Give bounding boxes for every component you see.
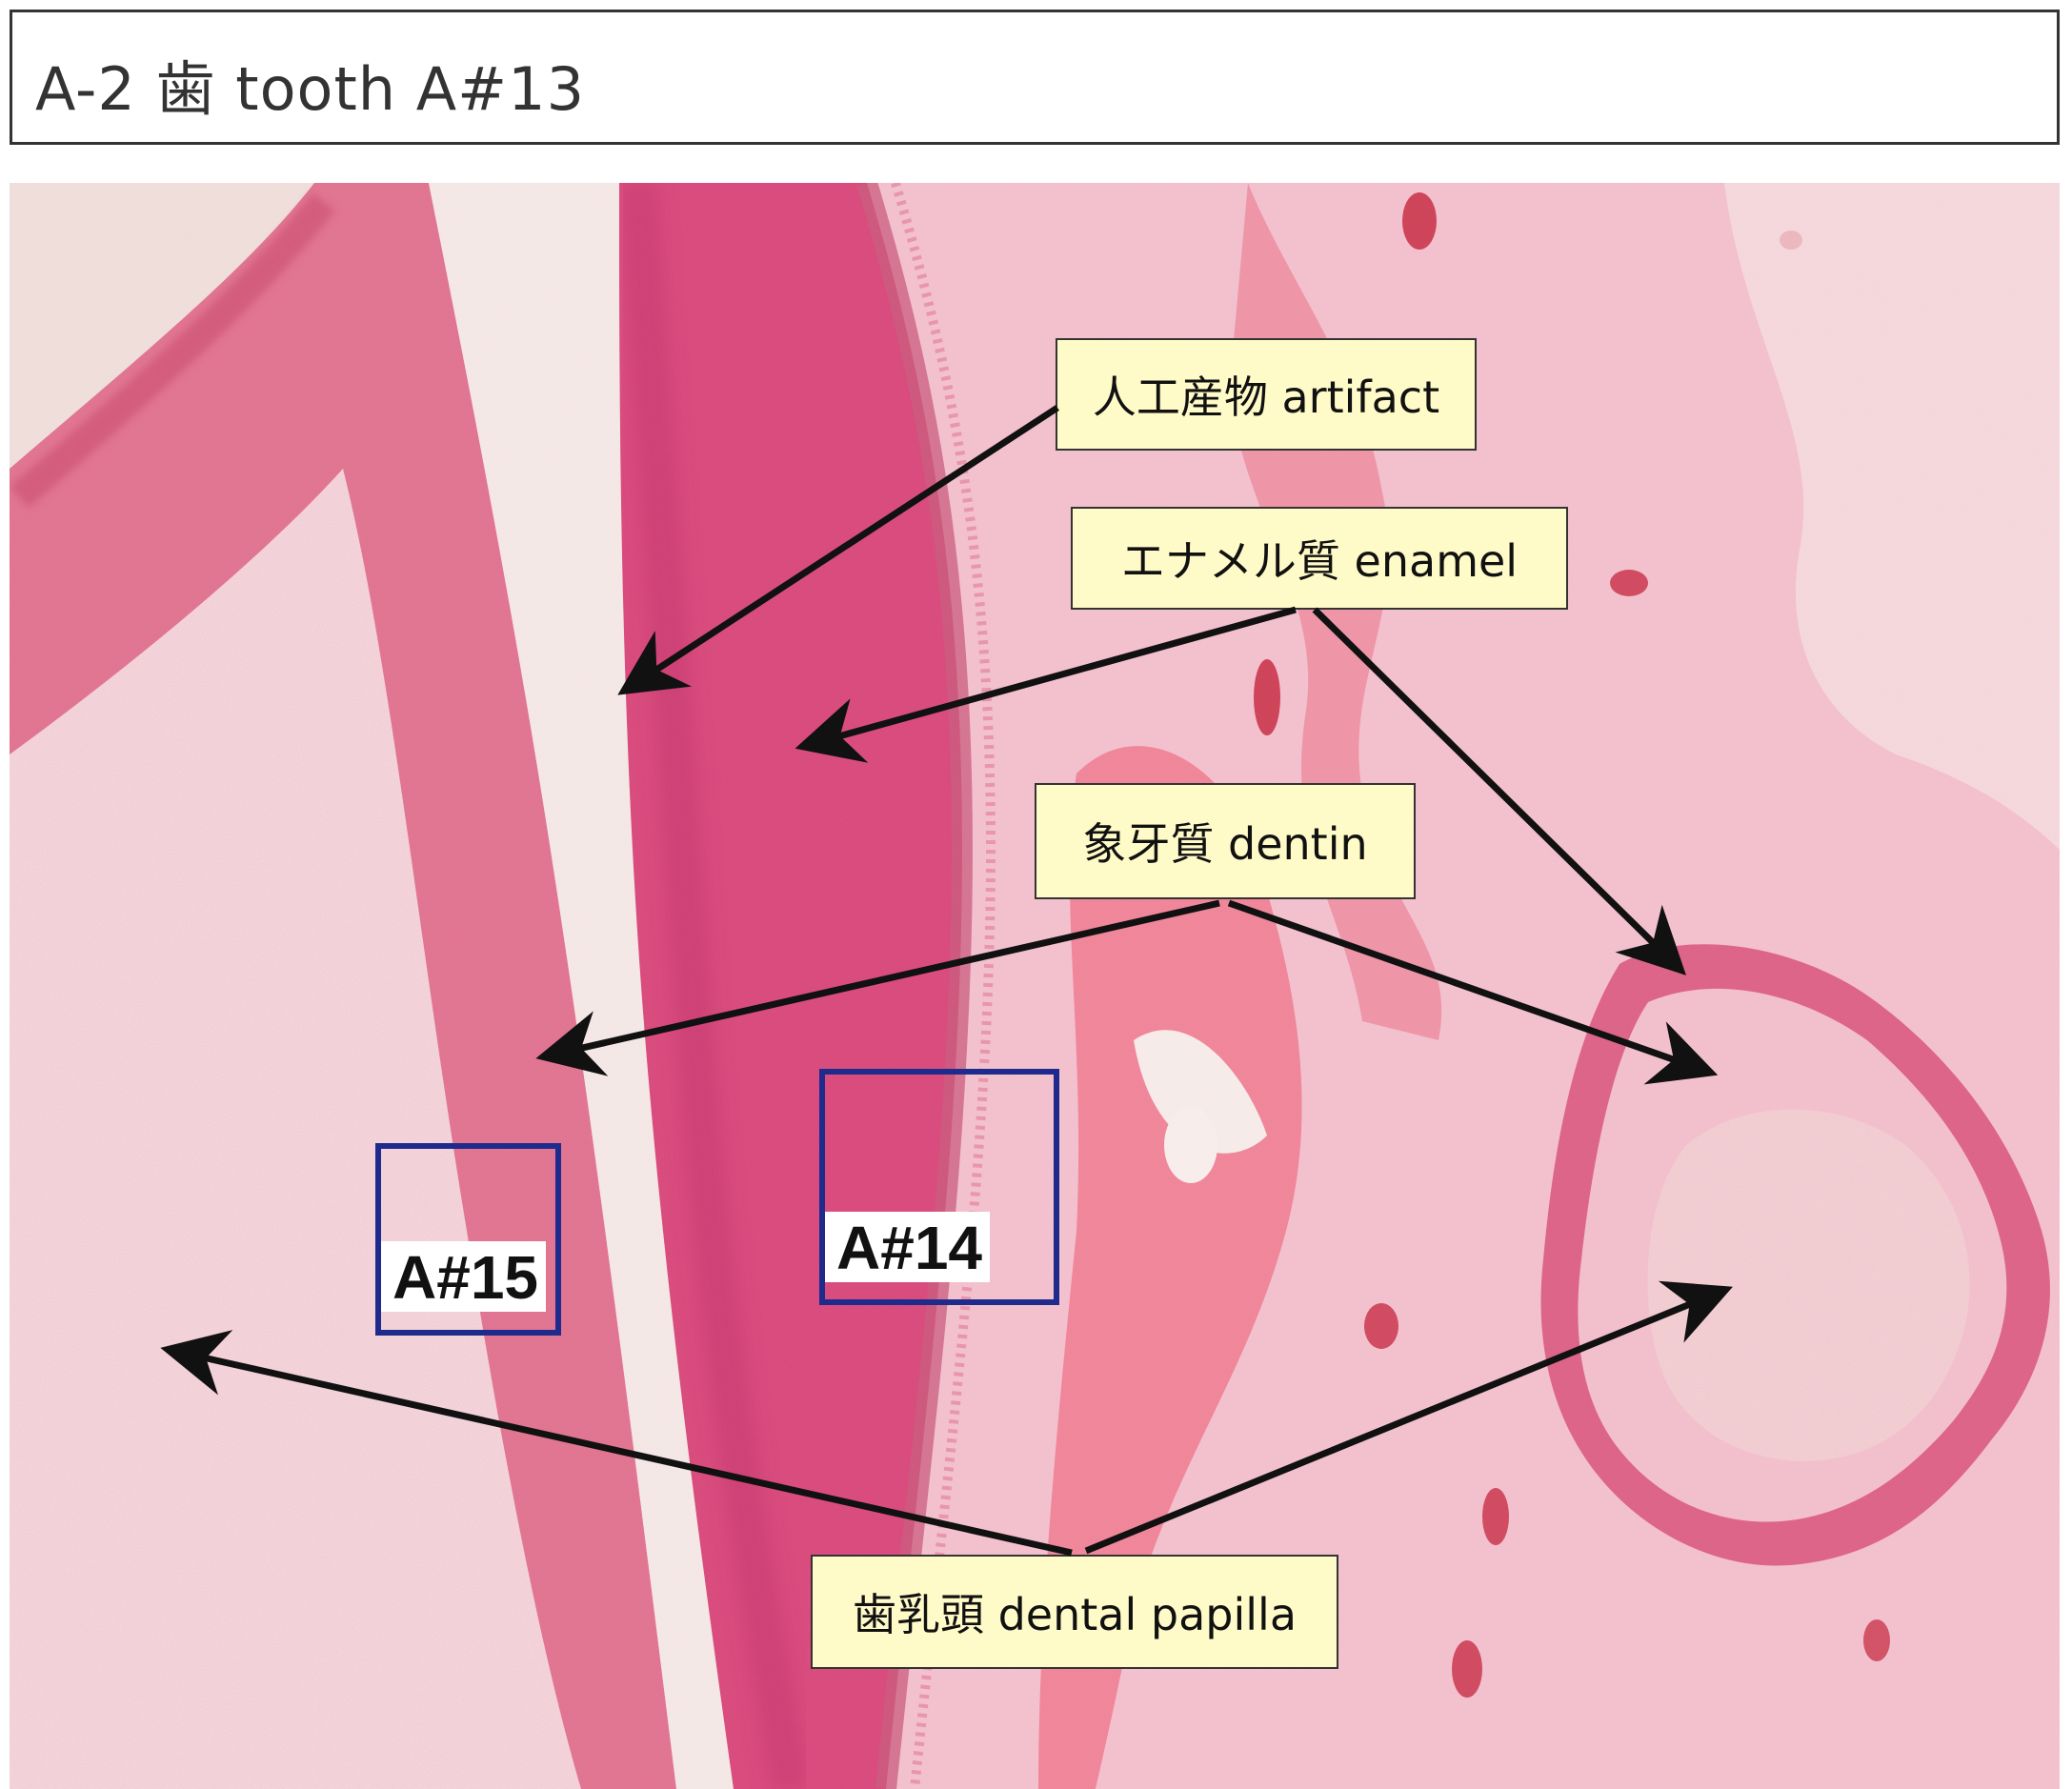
label-artifact: 人工産物 artifact xyxy=(1056,338,1477,451)
cellular-texture-overlay xyxy=(10,183,2060,1789)
label-enamel: エナメル質 enamel xyxy=(1071,507,1568,610)
page-title: A-2 歯 tooth A#13 xyxy=(35,54,586,124)
title-box: A-2 歯 tooth A#13 xyxy=(10,10,2060,145)
roi-a15-label: A#15 xyxy=(381,1241,546,1312)
roi-a14-label: A#14 xyxy=(825,1212,990,1282)
roi-a14[interactable] xyxy=(819,1069,1059,1305)
tooth-micrograph xyxy=(10,183,2060,1789)
micrograph-drawing xyxy=(10,183,2060,1789)
label-dental-papilla: 歯乳頭 dental papilla xyxy=(811,1555,1338,1669)
label-dentin: 象牙質 dentin xyxy=(1035,783,1416,899)
roi-a15[interactable] xyxy=(375,1143,561,1336)
